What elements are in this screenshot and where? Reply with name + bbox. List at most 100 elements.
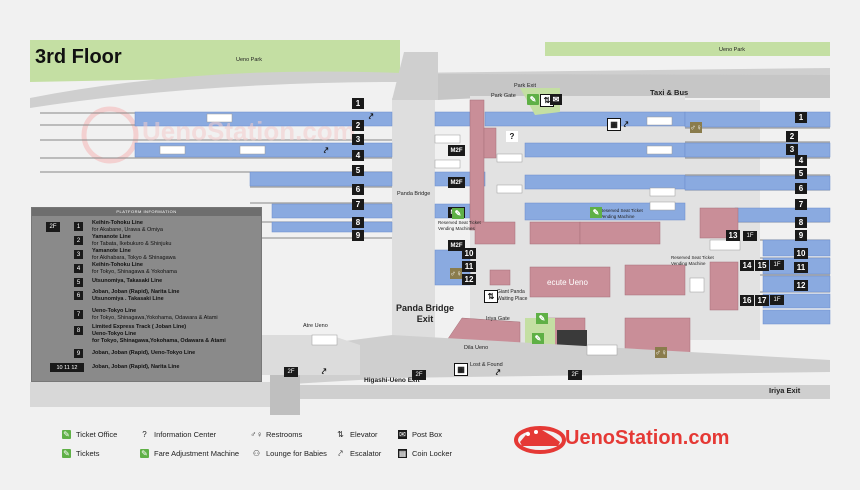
legend-lounge: ⚇Lounge for Babies [252,449,327,458]
track-1-left: 1 [352,98,364,109]
watermark-logo [81,106,139,164]
platform-7-8-left [271,203,393,219]
lower-left-area [30,382,270,407]
platform-num-4: 4 [74,264,83,273]
platform-num-1: 1 [74,222,83,231]
legend-restrooms: ♂♀Restrooms [250,430,303,439]
lounge-icon: ⚇ [252,449,261,458]
escalator-icon-4: ⤤ [495,367,501,377]
track-6-right: 6 [795,183,807,194]
tickets-icon-4: ✎ [532,333,544,344]
track-9-right: 9 [795,230,807,241]
elevator-icon: ⇅ [337,430,344,439]
panda-bridge-exit-label: Panda Bridge Exit [396,303,455,324]
track-4-left: 4 [352,150,364,161]
track-14-marker: 14 [740,260,754,271]
1f-badge-2: 1F [770,260,784,270]
platform-row-8: Limited Express Track ( Joban Line)Ueno-… [92,324,226,344]
park-exit-label: Park Exit [514,83,537,89]
platform-row-5: Utsunomiya, Takasaki Line [92,278,163,284]
restrooms-icon-3: ♂♀ [450,268,462,279]
track-4-right: 4 [795,155,807,166]
track-15-marker: 15 [755,260,769,271]
escalator-icon-5: ⤤ [623,119,629,129]
platform-num-9: 9 [74,349,83,358]
track-11-right: 11 [794,262,808,273]
platform-num-2: 2 [74,236,83,245]
track-11-center: 11 [462,261,476,272]
brand-logo-icon [514,426,566,454]
lower-stairs [270,375,300,415]
dila-ueno-label: Dila Ueno [464,345,489,351]
ticket-office-icon: ✎ [62,430,71,439]
track-8-left: 8 [352,217,364,228]
platform-num-8: 8 [74,326,83,335]
platform-5-6-left [249,171,393,187]
platform-num-7: 7 [74,310,83,319]
platform-num-6: 6 [74,291,83,300]
track-8-right: 8 [795,217,807,228]
reserved-seat-label-2: Reserved Seat Ticket Vending Machine [600,208,643,219]
legend-fare-adjustment: ✎Fare Adjustment Machine [140,449,240,458]
platform-row-9: Joban, Joban (Rapid), Ueno-Tokyo Line [92,350,196,356]
platform-num-5: 5 [74,278,83,287]
giant-panda-label: Giant Panda Waiting Place [497,289,528,302]
atre-ueno-area [262,335,360,375]
m2f-badge-4: M2F [448,240,465,251]
platform-num-3: 3 [74,250,83,259]
platform-9-left [271,221,393,233]
coin-locker-icon-2: ▦ [454,363,468,376]
legend-coin-locker: ▦Coin Locker [398,449,453,458]
tickets-icon-1: ✎ [590,207,602,218]
tickets-icon-3: ✎ [536,313,548,324]
higashi-exit-label: Higashi-Ueno Exit [364,377,420,384]
elevator-icon-2: ⇅ [484,290,498,303]
platform-info-panel: PLATFORM INFORMATION 2F 1 Keihin-Tohoku … [31,207,262,382]
track-10-right: 10 [794,248,808,259]
restrooms-icon: ♂♀ [250,430,263,439]
track-12-center: 12 [462,274,476,285]
park-left [30,40,400,82]
track-1-right: 1 [795,112,807,123]
park-right [545,42,830,56]
taxi-bus-label: Taxi & Bus [650,88,689,97]
restrooms-icon-2: ♂♀ [655,347,667,358]
1f-badge-3: 1F [770,295,784,305]
track-12-right: 12 [794,280,808,291]
iriya-exit-road [300,385,830,399]
ueno-park-label-right: Ueno Park [719,47,745,53]
park-gate-label: Park Gate [491,93,516,99]
ecute-ueno-label: ecute Ueno [547,278,588,287]
legend-escalator: ⤤Escalator [336,448,381,459]
legend-post-box: ✉Post Box [398,430,443,439]
platform-2f-badge: 2F [46,222,60,232]
floor-title: 3rd Floor [35,46,122,68]
coin-locker-icon: ▦ [398,449,407,458]
escalator-icon-3: ⤤ [321,366,327,376]
track-2-right: 2 [786,131,798,142]
legend-information: ?Information Center [140,430,216,439]
reserved-seat-label-3: Reserved Seat Ticket Vending Machine [671,255,714,266]
panda-bridge-deck [392,98,435,358]
reserved-seat-label-1: Reserved Seat Ticket Vending Machines [438,220,481,231]
ueno-park-label-left: Ueno Park [236,57,262,63]
ecute-ueno-block [529,266,611,298]
information-icon: ? [506,131,518,142]
track-6-left: 6 [352,184,364,195]
bridge-stairs [392,52,438,100]
track-7-left: 7 [352,199,364,210]
legend-ticket-office: ✎Ticket Office [62,430,118,439]
iriya-gate-label: Iriya Gate [486,316,510,322]
track-10-center: 10 [462,248,476,259]
escalator-icon-1: ⤤ [368,111,374,121]
escalator-icon: ⤤ [338,448,343,458]
lost-found-label: Lost & Found [470,362,503,368]
track-7-right: 7 [795,199,807,210]
2f-badge-lower-left: 2F [284,367,298,377]
2f-badge-lower-right: 2F [568,370,582,380]
